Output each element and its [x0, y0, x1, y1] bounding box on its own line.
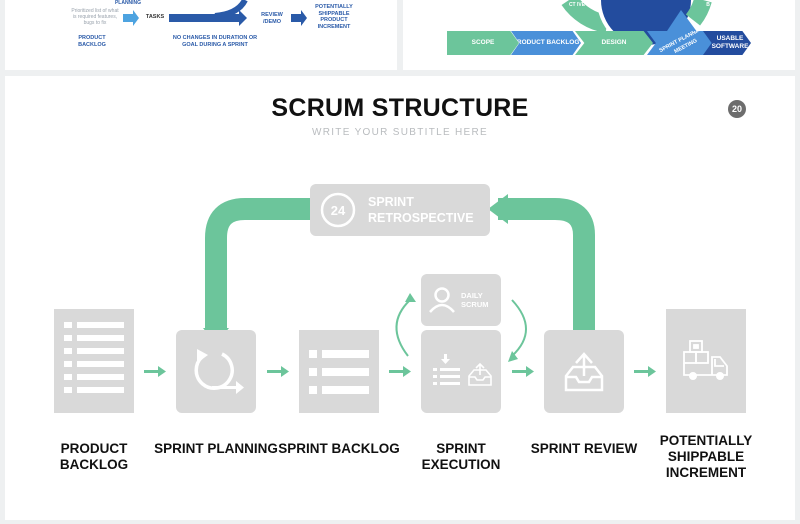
sprint-planning-label: SPRINT PLANNING — [154, 441, 278, 456]
sprint-review-box — [544, 330, 624, 413]
right-fragment: B — [706, 2, 710, 8]
product-backlog-text: PRODUCT BACKLOG — [78, 35, 106, 48]
sprint-backlog-label: SPRINT BACKLOG — [278, 441, 400, 456]
sprint-execution-box — [421, 330, 501, 413]
sprint-review-label: SPRINT REVIEW — [530, 441, 638, 456]
tasks-text: TASKS — [145, 14, 165, 20]
review-demo-text: REVIEW /DEMO — [261, 12, 283, 25]
product-backlog-box — [54, 309, 134, 413]
daily-scrum-box: DAILY SCRUM — [421, 274, 501, 326]
slide-subtitle: WRITE YOUR SUBTITLE HERE — [311, 127, 489, 138]
sprint-backlog-box — [299, 330, 379, 413]
sprint-planning-box — [176, 330, 256, 413]
list-icon — [309, 350, 369, 394]
shippable-increment-box — [666, 309, 746, 413]
chevron-scope: SCOPE — [447, 31, 519, 55]
daily-scrum-label: DAILY SCRUM — [461, 291, 489, 309]
scrum-structure-slide — [5, 76, 795, 520]
list-icon — [64, 322, 124, 393]
sprint-execution-label: SPRINT EXECUTION — [421, 441, 501, 472]
no-changes-text: NO CHANGES IN DURATION OR GOAL DURING A … — [172, 35, 258, 48]
chevron-design: DESIGN — [575, 31, 653, 55]
top-left-arrows — [123, 0, 307, 26]
inbox-upload-icon — [564, 352, 604, 392]
top-left-slide-preview: PLANNING Prioritized list of what is req… — [5, 0, 397, 70]
chevron-product-backlog: PRODUCT BACKLOG — [511, 31, 581, 55]
person-icon — [429, 287, 455, 313]
slide-title: SCRUM STRUCTURE — [271, 94, 529, 122]
potentially-shippable-text: POTENTIALLY SHIPPABLE PRODUCT INCREMENT — [315, 4, 353, 30]
retrospective-label: SPRINT RETROSPECTIVE — [368, 195, 474, 225]
task-icon — [433, 354, 492, 386]
sprint-retrospective-box: 24 SPRINT RETROSPECTIVE — [310, 184, 490, 236]
svg-text:24: 24 — [331, 203, 346, 218]
retrospective-fragment: CT IVE — [568, 2, 586, 8]
top-right-slide-preview: CT IVE B SCOPE PRODUCT BACKLOG DESIGN SP… — [403, 0, 795, 70]
delivery-truck-icon — [683, 340, 728, 380]
product-backlog-label: PRODUCT BACKLOG — [59, 441, 129, 472]
page-number-badge: 20 — [728, 100, 746, 118]
clock-24-icon: 24 — [320, 192, 356, 228]
backlog-note: Prioritized list of what is required fea… — [71, 8, 119, 26]
shippable-increment-label: POTENTIALLY SHIPPABLE INCREMENT — [659, 433, 753, 480]
planning-fragment: PLANNING — [114, 0, 142, 6]
cycle-icon — [194, 349, 244, 394]
